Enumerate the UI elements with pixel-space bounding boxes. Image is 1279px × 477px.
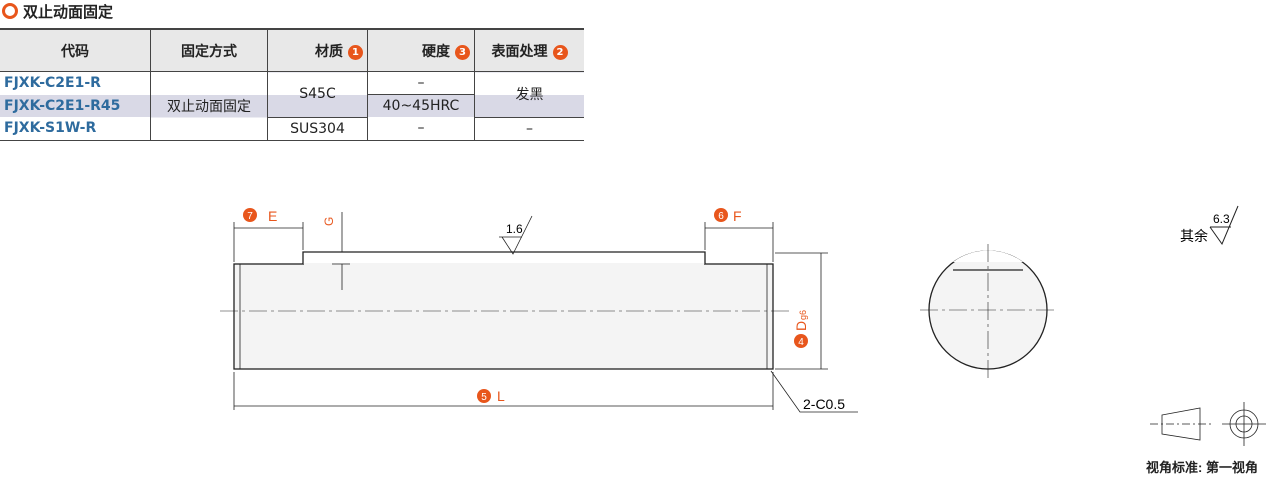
first-angle-projection-icon bbox=[1150, 402, 1266, 446]
dim-L: L bbox=[497, 388, 505, 404]
code-cell[interactable]: FJXK-S1W-R bbox=[0, 117, 151, 141]
badge-3: 3 bbox=[455, 44, 470, 60]
surface-cell: – bbox=[474, 117, 584, 141]
material-cell: SUS304 bbox=[267, 117, 368, 141]
dimension-lines bbox=[233, 212, 858, 413]
shaft-side-view bbox=[220, 251, 790, 370]
fixing-cell: 双止动面固定 bbox=[150, 71, 268, 141]
dim-D-tolerance: g6 bbox=[798, 310, 808, 320]
badge-6: 6 bbox=[718, 211, 724, 222]
dim-G: G bbox=[322, 217, 336, 226]
dim-E: E bbox=[268, 208, 277, 224]
shaft-end-view bbox=[920, 244, 1056, 378]
badge-7: 7 bbox=[247, 211, 253, 222]
projection-label: 视角标准: 第一视角 bbox=[1146, 460, 1258, 475]
header-fixing: 固定方式 bbox=[150, 28, 268, 72]
chamfer-label: 2-C0.5 bbox=[803, 396, 845, 412]
table-row: FJXK-C2E1-R45 40~45HRC bbox=[0, 94, 584, 117]
code-cell[interactable]: FJXK-C2E1-R45 bbox=[0, 94, 151, 117]
badge-2: 2 bbox=[552, 44, 568, 60]
table-row: FJXK-S1W-R SUS304 – – bbox=[0, 117, 584, 141]
hardness-cell: 40~45HRC bbox=[367, 94, 475, 117]
header-code: 代码 bbox=[0, 28, 151, 72]
material-cell: S45C bbox=[267, 71, 368, 118]
table-row: FJXK-C2E1-R 双止动面固定 S45C – 发黑 bbox=[0, 71, 584, 141]
dim-F: F bbox=[733, 208, 742, 224]
surface-cell: 发黑 bbox=[474, 71, 584, 118]
other-roughness-value: 6.3 bbox=[1213, 212, 1230, 226]
badge-5: 5 bbox=[481, 392, 487, 403]
dim-D: D bbox=[793, 321, 809, 331]
section-title-text: 双止动面固定 bbox=[23, 2, 114, 21]
circle-icon bbox=[2, 3, 18, 19]
section-title: 双止动面固定 bbox=[2, 0, 113, 22]
other-roughness-label: 其余 bbox=[1180, 228, 1208, 244]
badge-1: 1 bbox=[348, 44, 363, 60]
roughness-main: 1.6 bbox=[506, 222, 523, 236]
badge-4: 4 bbox=[798, 337, 804, 348]
code-cell[interactable]: FJXK-C2E1-R bbox=[4, 75, 101, 92]
hardness-cell: – bbox=[367, 117, 475, 141]
hardness-cell: – bbox=[367, 71, 475, 95]
